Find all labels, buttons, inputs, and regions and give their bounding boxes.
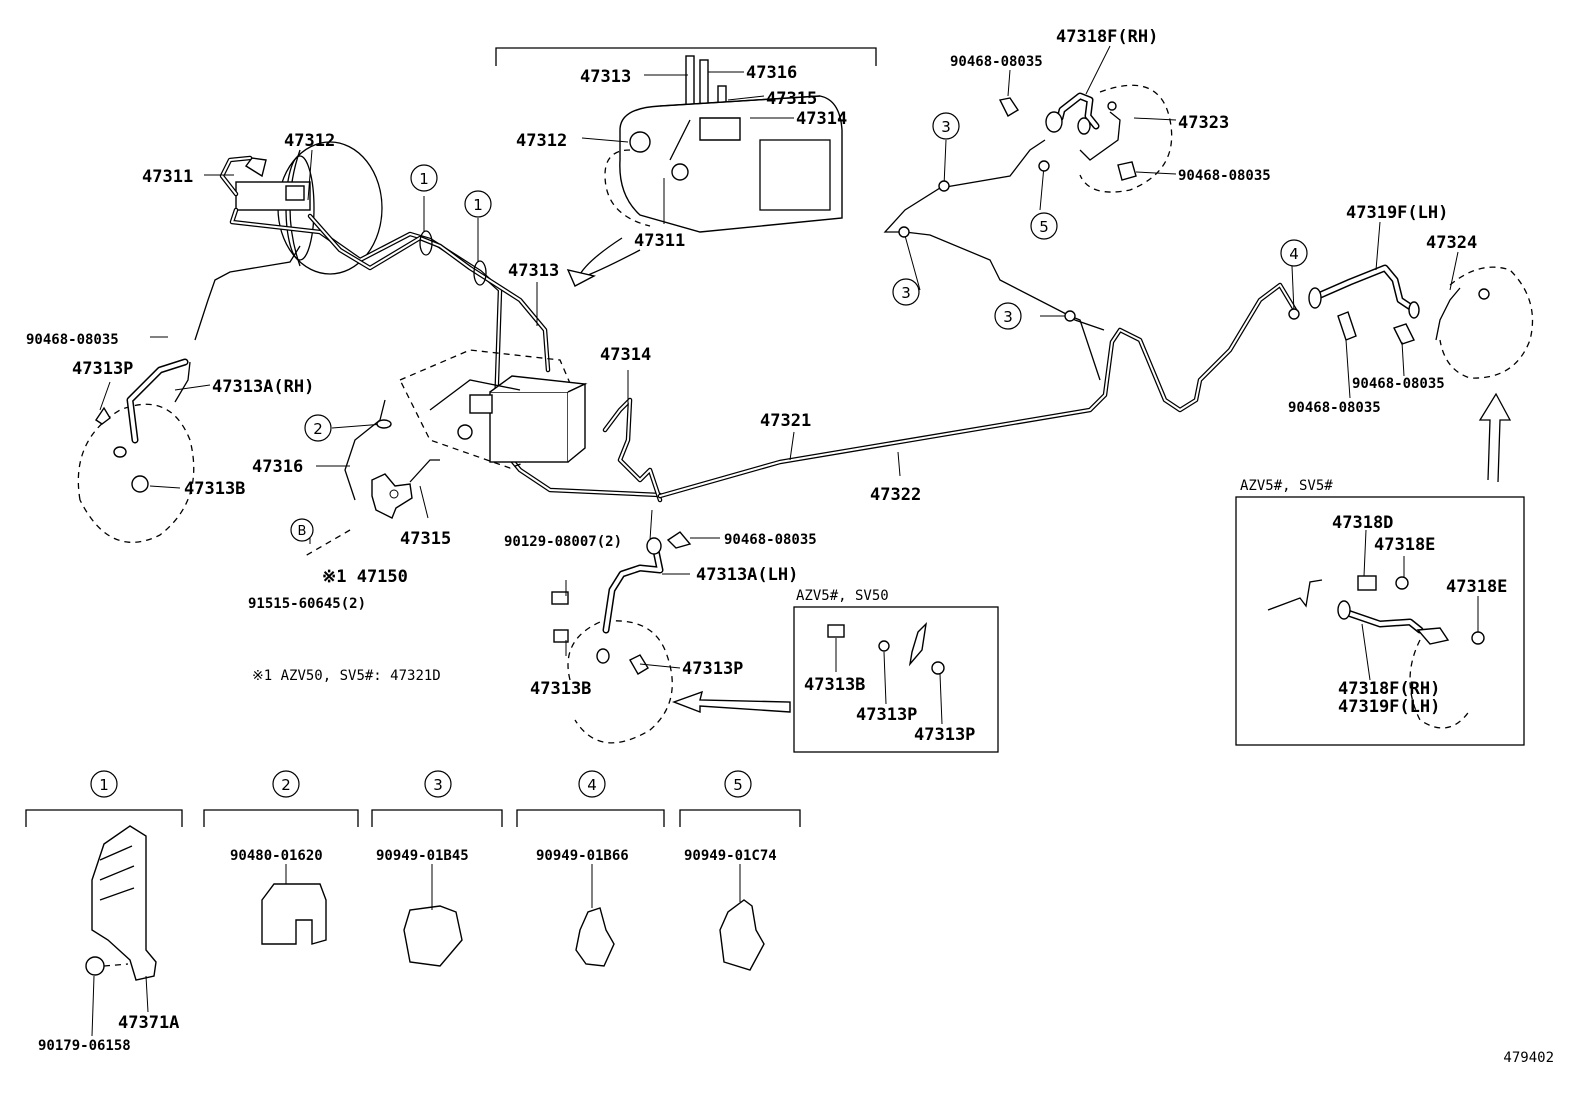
label-47313b: 47313B	[184, 479, 245, 499]
label-47318f-rh: 47318F(RH)	[1338, 679, 1440, 699]
label-47314: 47314	[600, 345, 651, 365]
label-47313b: 47313B	[804, 675, 865, 695]
label-47150: ※1 47150	[322, 567, 408, 587]
label-47318e: 47318E	[1374, 535, 1435, 555]
diagram-id: 479402	[1503, 1050, 1554, 1066]
label-47311: 47311	[634, 231, 685, 251]
label-47322: 47322	[870, 485, 921, 505]
leader-lines	[91, 45, 1479, 1037]
inset-title-azv5-sv50: AZV5#, SV50	[796, 588, 889, 604]
svg-text:3: 3	[901, 284, 911, 302]
label-90949-01b45: 90949-01B45	[376, 848, 469, 864]
label-47313a-rh: 47313A(RH)	[212, 377, 314, 397]
label-47311: 47311	[142, 167, 193, 187]
label-47312: 47312	[284, 131, 335, 151]
label-47315: 47315	[766, 89, 817, 109]
clamp-oval	[473, 260, 487, 286]
inset-title-azv5-sv5: AZV5#, SV5#	[1240, 478, 1333, 494]
callout-circles: 1 1 2 B 3 3 3 5 4 1 2 3 4 5	[90, 112, 1308, 798]
label-47314: 47314	[796, 109, 847, 129]
svg-text:5: 5	[1039, 218, 1049, 236]
junction-47150	[304, 399, 440, 557]
label-90949-01c74: 90949-01C74	[684, 848, 777, 864]
label-47313b: 47313B	[530, 679, 591, 699]
label-47318e: 47318E	[1446, 577, 1507, 597]
abs-actuator-left	[399, 349, 588, 469]
svg-text:3: 3	[433, 776, 443, 794]
label-47313p: 47313P	[72, 359, 133, 379]
pipe-47314	[602, 397, 663, 503]
arrow-up	[1478, 392, 1512, 483]
clamp-oval	[419, 230, 433, 256]
label-90480-01620: 90480-01620	[230, 848, 323, 864]
label-47319f-lh: 47319F(LH)	[1346, 203, 1448, 223]
label-90129-08007: 90129-08007(2)	[504, 534, 622, 550]
rear-brake-rh	[998, 84, 1173, 193]
label-47319f-lh: 47319F(LH)	[1338, 697, 1440, 717]
rear-brake-lh	[1308, 264, 1534, 379]
label-90468-08035: 90468-08035	[950, 54, 1043, 70]
label-47316: 47316	[252, 457, 303, 477]
svg-text:2: 2	[313, 420, 323, 438]
clamp-90949-01b66	[575, 907, 615, 967]
inset-box-azv5-sv5	[1235, 496, 1525, 746]
label-47315: 47315	[400, 529, 451, 549]
label-90468-08035: 90468-08035	[1352, 376, 1445, 392]
label-47313p: 47313P	[914, 725, 975, 745]
svg-text:B: B	[298, 524, 307, 539]
label-47313: 47313	[580, 67, 631, 87]
svg-text:4: 4	[587, 776, 597, 794]
clamp-90949-01b45	[403, 905, 463, 967]
clamp-bracket-47371a	[85, 825, 157, 981]
label-47313p: 47313P	[856, 705, 917, 725]
brake-booster-left	[235, 141, 383, 275]
label-47313: 47313	[508, 261, 559, 281]
svg-text:1: 1	[473, 196, 483, 214]
label-47318d: 47318D	[1332, 513, 1393, 533]
label-47313a-lh: 47313A(LH)	[696, 565, 798, 585]
brake-disc-front-right	[551, 531, 692, 744]
svg-text:2: 2	[281, 776, 291, 794]
label-47321: 47321	[760, 411, 811, 431]
label-47313p: 47313P	[682, 659, 743, 679]
bottom-clamp-brackets	[25, 809, 801, 827]
label-47323: 47323	[1178, 113, 1229, 133]
label-90468-08035: 90468-08035	[1178, 168, 1271, 184]
label-47316: 47316	[746, 63, 797, 83]
label-90468-08035: 90468-08035	[26, 332, 119, 348]
inset-box-azv5-sv50	[793, 606, 999, 753]
svg-text:3: 3	[1003, 308, 1013, 326]
label-90468-08035: 90468-08035	[724, 532, 817, 548]
svg-text:3: 3	[941, 118, 951, 136]
svg-text:1: 1	[419, 170, 429, 188]
clamp-90949-01c74	[719, 899, 765, 971]
label-47324: 47324	[1426, 233, 1477, 253]
part-labels: 47311 47312 90468-08035 47313P 47313A(RH…	[26, 27, 1554, 1066]
label-90179-06158: 90179-06158	[38, 1038, 131, 1054]
label-47312: 47312	[516, 131, 567, 151]
svg-text:5: 5	[733, 776, 743, 794]
label-91515-60645: 91515-60645(2)	[248, 596, 366, 612]
label-47371a: 47371A	[118, 1013, 179, 1033]
abs-actuator-detail	[495, 47, 877, 233]
svg-text:1: 1	[99, 776, 109, 794]
label-47318f-rh: 47318F(RH)	[1056, 27, 1158, 47]
label-90468-08035: 90468-08035	[1288, 400, 1381, 416]
label-90949-01b66: 90949-01B66	[536, 848, 629, 864]
svg-text:4: 4	[1289, 245, 1299, 263]
brake-disc-front-left	[77, 358, 195, 543]
clamp-90480-01620	[261, 883, 327, 945]
note-47321d: ※1 AZV50, SV5#: 47321D	[252, 668, 441, 684]
arrow-left	[671, 690, 791, 714]
